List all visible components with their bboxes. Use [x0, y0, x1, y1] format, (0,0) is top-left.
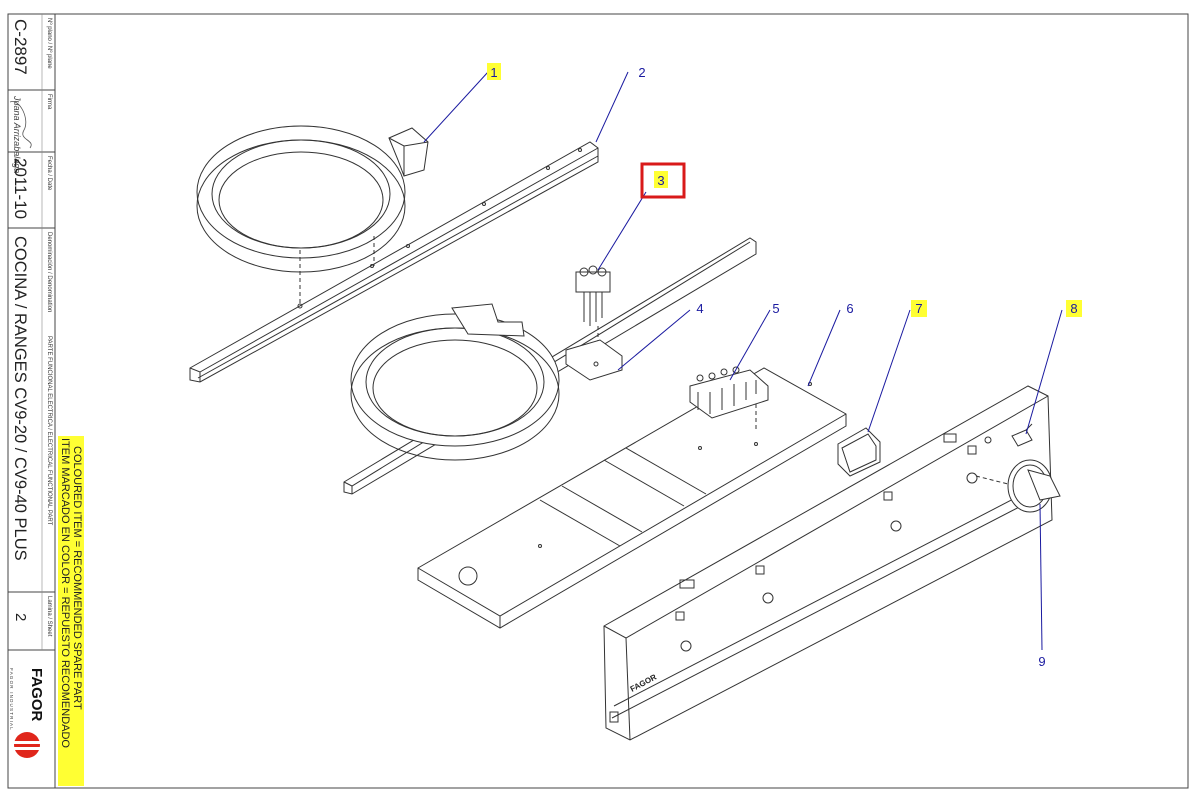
heating-ring-upper — [196, 125, 429, 273]
brand-logo: FAGOR — [28, 668, 45, 722]
contact-switch — [575, 265, 611, 326]
callout-3: 3 — [657, 173, 664, 188]
exploded-drawing: FAGOR — [189, 125, 1061, 741]
support-rail-upper — [189, 141, 599, 383]
denomination: COCINA / RANGES CV9-20 / CV9-40 PLUS — [11, 236, 29, 561]
brand-subtitle: FAGOR INDUSTRIAL — [9, 668, 14, 731]
plan-number: C-2897 — [11, 19, 30, 75]
legend-line-2: COLOURED ITEM = RECOMMENDED SPARE PART — [71, 446, 83, 710]
callout-3-box — [640, 162, 686, 199]
callout-8: 8 — [1070, 301, 1077, 316]
signature-header: Firma — [46, 94, 52, 110]
terminal-block — [689, 366, 769, 419]
callout-labels: 1 2 3 4 5 6 7 8 9 — [487, 63, 1082, 669]
plan-header: Nº plano / Nº plane — [46, 18, 53, 69]
title-block: Nº plano / Nº plane C-2897 Firma Juana A… — [8, 14, 84, 786]
brand-mark-icon — [14, 732, 40, 758]
leader-lines — [423, 71, 1063, 651]
denomination-header: Denominación / Denomination — [46, 232, 52, 312]
control-knob — [1007, 459, 1061, 513]
part-header: PARTE FUNCIONAL ELECTRICA / ELECTRICAL F… — [46, 336, 52, 526]
switch-bracket — [565, 339, 623, 381]
sheet-header: Lamina / Sheet — [46, 596, 52, 637]
sheet-frame — [7, 13, 1189, 789]
callout-2: 2 — [638, 65, 645, 80]
spare-part-legend — [58, 436, 84, 786]
date-header: Fecha / Date — [46, 156, 52, 191]
front-control-panel — [603, 385, 1053, 741]
panel-switch — [1011, 423, 1033, 447]
svg-text:Juana Arrizabalaga: Juana Arrizabalaga — [12, 95, 22, 173]
pilot-light — [837, 427, 881, 477]
callout-4: 4 — [696, 301, 703, 316]
callout-6: 6 — [846, 301, 853, 316]
callout-7: 7 — [915, 301, 922, 316]
signature: Juana Arrizabalaga — [9, 95, 32, 173]
sheet-number: 2 — [12, 613, 29, 621]
heating-ring-lower — [343, 237, 757, 495]
callout-1: 1 — [490, 65, 497, 80]
legend-line-1: ITEM MARCADO EN COLOR = REPUESTO RECOMEN… — [59, 438, 71, 748]
base-tray — [417, 367, 847, 629]
drawing-date: 2011-10 — [11, 158, 30, 219]
callout-5: 5 — [772, 301, 779, 316]
callout-9: 9 — [1038, 654, 1045, 669]
